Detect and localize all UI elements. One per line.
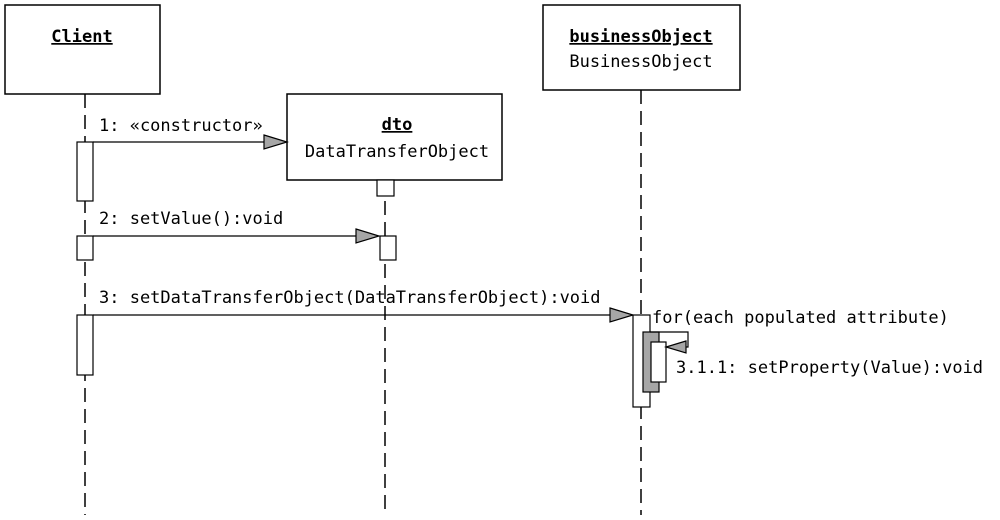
dto-object-name: dto: [382, 115, 413, 135]
client-object-box[interactable]: Client: [4, 4, 161, 95]
message-set-value-label: 2: setValue():void: [99, 209, 283, 229]
business-object-name: businessObject: [569, 27, 712, 47]
loop-self-message[interactable]: for(each populated attribute): [650, 308, 949, 354]
loop-condition-label: for(each populated attribute): [652, 308, 949, 328]
dto-object-box[interactable]: dto DataTransferObject: [286, 93, 503, 181]
message-set-value[interactable]: 2: setValue():void: [93, 209, 382, 244]
client-activation-3: [76, 314, 94, 376]
message-set-data-transfer-object[interactable]: 3: setDataTransferObject(DataTransferObj…: [93, 288, 636, 323]
dto-object-type: DataTransferObject: [305, 142, 489, 162]
set-property-activation: [650, 341, 667, 383]
message-constructor[interactable]: 1: «constructor»: [93, 116, 290, 150]
dto-construction-activation: [376, 179, 395, 197]
dto-activation: [379, 235, 397, 261]
client-object-name: Client: [51, 27, 112, 47]
business-object-type: BusinessObject: [569, 52, 712, 72]
message-set-data-transfer-object-label: 3: setDataTransferObject(DataTransferObj…: [99, 288, 601, 308]
message-set-property-label: 3.1.1: setProperty(Value):void: [676, 358, 983, 378]
message-constructor-label: 1: «constructor»: [99, 116, 263, 136]
client-activation-1: [76, 141, 94, 202]
business-object-box[interactable]: businessObject BusinessObject: [542, 4, 741, 91]
client-activation-2: [76, 235, 94, 261]
